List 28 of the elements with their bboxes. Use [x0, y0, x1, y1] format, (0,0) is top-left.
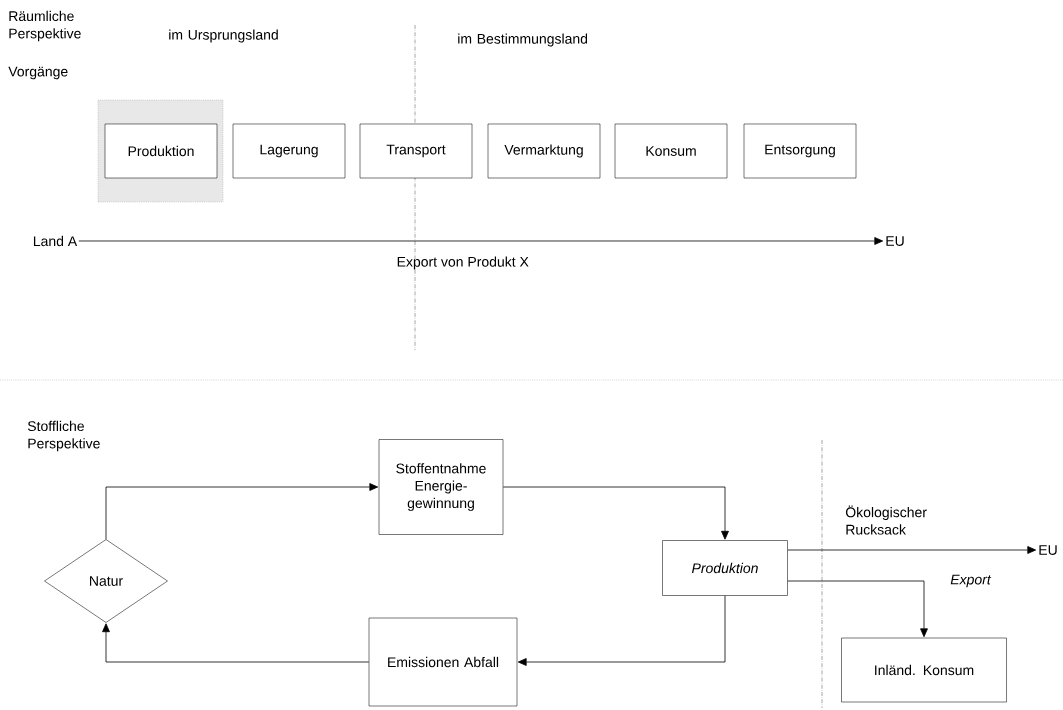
arrow	[787, 580, 928, 638]
text-label: Vorgänge	[8, 66, 68, 80]
process-box: Stoffentnahme Energie-gewinnung	[378, 439, 504, 535]
process-box: Transport	[359, 123, 473, 179]
process-box: Produktion	[104, 123, 218, 179]
text-label: Ökologischer Rucksack	[845, 505, 927, 535]
arrow	[102, 623, 370, 663]
process-box: Inländ. Konsum	[841, 637, 1007, 703]
text-label: im Bestimmungsland	[458, 33, 588, 47]
process-box: Lagerung	[232, 123, 346, 179]
text-label: Räumliche Perspektive	[9, 10, 81, 42]
arrow	[105, 483, 379, 540]
arrow	[787, 546, 1037, 554]
text-label: Land A	[33, 235, 78, 247]
text-label: im Ursprungsland	[169, 29, 278, 43]
text-label: Export	[950, 574, 992, 588]
text-label: Stoffliche Perspektive	[27, 420, 100, 452]
process-box: Vermarktung	[487, 123, 601, 179]
process-box: Entsorgung	[743, 123, 857, 179]
arrow	[517, 595, 726, 666]
text-label: EU	[1039, 545, 1057, 555]
edge-label: Export von Produkt X	[397, 256, 529, 270]
process-box: Konsum	[614, 123, 728, 179]
process-box: Produktion	[662, 540, 788, 596]
process-box: Emissionen Abfall	[368, 617, 518, 707]
text-label: EU	[886, 236, 904, 246]
arrow	[78, 237, 884, 245]
arrow	[502, 486, 729, 540]
